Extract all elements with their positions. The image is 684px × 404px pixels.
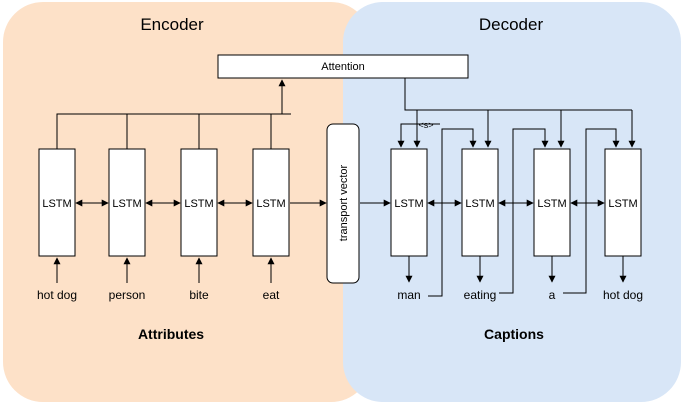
encoder-lstm-label: LSTM — [112, 198, 141, 210]
feedback-line-3 — [563, 128, 620, 294]
decoder-lstm-2: LSTM — [461, 148, 499, 257]
attention-to-decoder-line — [404, 78, 632, 111]
encoder-input-label: bite — [189, 288, 209, 302]
encoder-to-attention-line — [56, 113, 291, 149]
attention-label: Attention — [321, 61, 364, 73]
decoder-lstm-4: LSTM — [604, 148, 642, 257]
decoder-lstm-1: LSTM — [390, 148, 428, 257]
decoder-output-label: a — [549, 288, 556, 302]
decoder-output-label: hot dog — [603, 288, 643, 302]
attributes-section-label: Attributes — [138, 326, 204, 342]
encoder-lstm-3: LSTM — [180, 148, 218, 257]
feedback-line-1 — [428, 128, 477, 297]
encoder-input-label: eat — [263, 288, 280, 302]
decoder-lstm-label: LSTM — [537, 198, 566, 210]
transport-vector-box — [326, 123, 360, 284]
attention-box — [217, 54, 469, 79]
decoder-output-label: man — [397, 288, 420, 302]
decoder-output-label: eating — [464, 288, 497, 302]
captions-section-label: Captions — [484, 326, 544, 342]
transport-vector-label: transport vector — [338, 164, 350, 241]
encoder-lstm-label: LSTM — [42, 198, 71, 210]
encoder-input-label: person — [109, 288, 146, 302]
encoder-lstm-label: LSTM — [184, 198, 213, 210]
encoder-title: Encoder — [140, 15, 204, 34]
encoder-lstm-2: LSTM — [108, 148, 146, 257]
decoder-lstm-label: LSTM — [394, 198, 423, 210]
encoder-lstm-1: LSTM — [38, 148, 76, 257]
start-token-arrow — [397, 123, 440, 148]
decoder-lstm-label: LSTM — [465, 198, 494, 210]
encoder-lstm-4: LSTM — [252, 148, 290, 257]
decoder-lstm-label: LSTM — [608, 198, 637, 210]
decoder-lstm-3: LSTM — [533, 148, 571, 257]
encoder-lstm-label: LSTM — [256, 198, 285, 210]
feedback-line-2 — [499, 128, 549, 294]
start-token-label: <s> — [418, 120, 433, 130]
decoder-title: Decoder — [479, 15, 544, 34]
encoder-input-label: hot dog — [37, 288, 77, 302]
